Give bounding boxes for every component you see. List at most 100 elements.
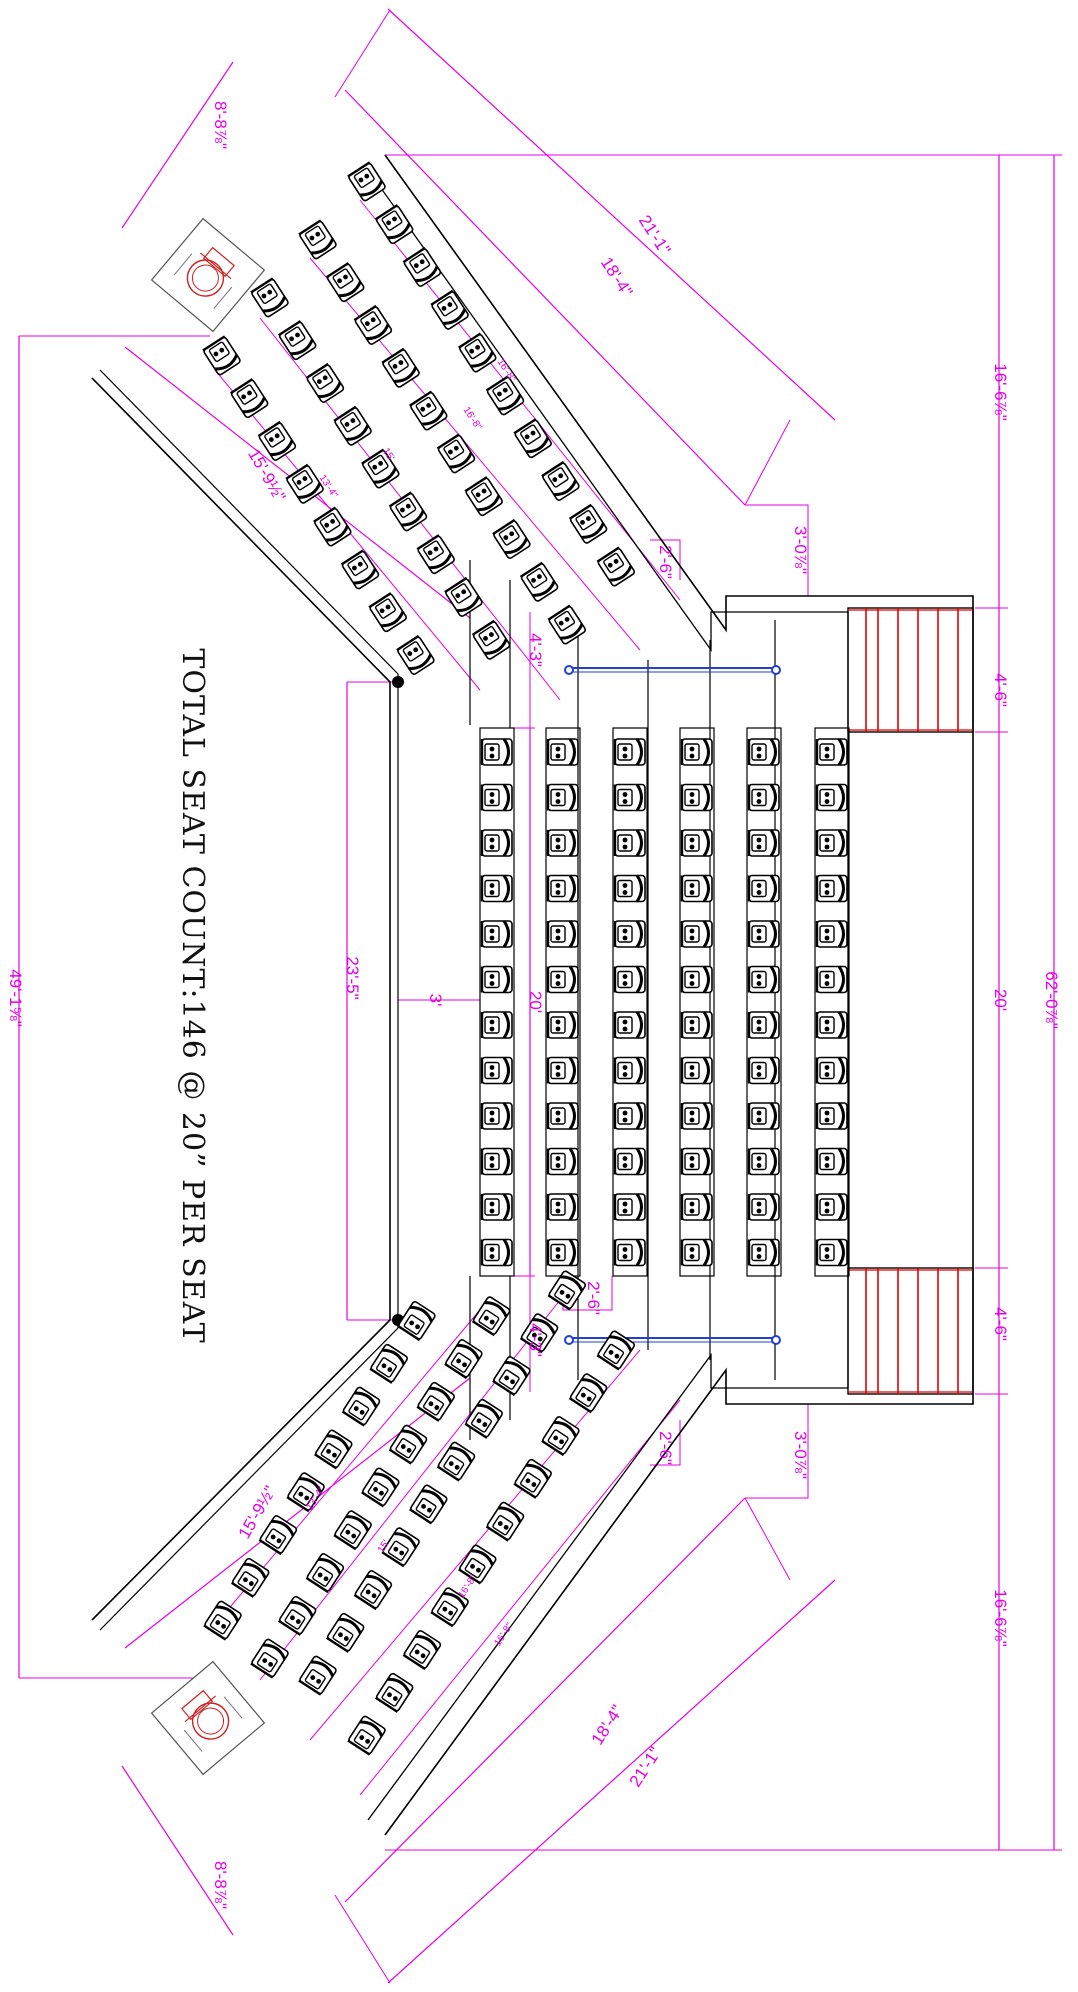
seat-back bbox=[290, 1600, 314, 1618]
seat-arm bbox=[286, 1496, 310, 1513]
seat-arm bbox=[305, 362, 329, 380]
seat-dot bbox=[558, 473, 564, 479]
dim-line bbox=[344, 1497, 746, 1903]
seat-back bbox=[470, 351, 494, 368]
rail-icon bbox=[564, 665, 781, 675]
seat-icon bbox=[374, 204, 414, 245]
seat-back bbox=[502, 1102, 510, 1130]
seat-arm bbox=[388, 491, 412, 508]
seat-dot bbox=[756, 1201, 762, 1207]
seat-dot bbox=[555, 1019, 561, 1025]
seat-icon bbox=[229, 378, 269, 419]
dim-lower-right-segment: 16'-6⅞" bbox=[991, 1589, 1010, 1646]
seat-icon bbox=[313, 506, 352, 547]
dim-upper-offset: 3'-0⅞" bbox=[791, 526, 810, 574]
seat-cushion bbox=[332, 1626, 354, 1647]
seat-icon bbox=[546, 1238, 579, 1267]
seat-dot bbox=[497, 391, 502, 397]
seat-back bbox=[532, 1318, 556, 1335]
seat-cushion bbox=[208, 341, 230, 362]
seat-cushion bbox=[819, 1198, 835, 1216]
seat-cushion bbox=[819, 925, 835, 943]
seat-cushion bbox=[751, 970, 767, 989]
seat-dot bbox=[447, 302, 453, 307]
seat-dot bbox=[378, 460, 383, 466]
seat-dot bbox=[622, 1208, 628, 1214]
seat-dot bbox=[622, 890, 628, 895]
seat-dot bbox=[323, 1576, 329, 1582]
seat-icon bbox=[397, 1301, 436, 1342]
dim-upper-outer-wing: 21'-1" bbox=[635, 212, 675, 259]
seat-back bbox=[421, 1489, 445, 1506]
seat-dot bbox=[337, 278, 343, 284]
row-outline bbox=[746, 727, 782, 1277]
seat-cushion bbox=[819, 788, 835, 807]
seat-dot bbox=[824, 837, 830, 843]
seat-cushion bbox=[265, 1528, 287, 1549]
seat-back bbox=[837, 783, 845, 812]
rail-post bbox=[771, 1335, 781, 1345]
seat-cushion bbox=[256, 283, 278, 304]
seat-dot bbox=[398, 360, 404, 365]
seat-cushion bbox=[339, 412, 361, 433]
seat-back bbox=[325, 525, 349, 542]
seat-cushion bbox=[304, 1669, 326, 1690]
seat-dot bbox=[689, 844, 695, 850]
seat-dot bbox=[824, 935, 830, 941]
seat-icon bbox=[436, 433, 476, 474]
row-outline bbox=[814, 727, 850, 1277]
seat-dot bbox=[420, 1653, 426, 1659]
seat-dot bbox=[393, 1546, 399, 1552]
seat-dot bbox=[580, 519, 585, 525]
seat-back bbox=[769, 1011, 777, 1039]
seat-arm bbox=[519, 561, 543, 578]
seat-icon bbox=[480, 920, 513, 948]
seat-back bbox=[532, 580, 556, 597]
seat-cushion bbox=[367, 1480, 389, 1502]
ext-line bbox=[334, 9, 391, 98]
rail-post bbox=[564, 665, 574, 675]
seat-dot bbox=[488, 632, 494, 637]
seat-cushion bbox=[751, 834, 767, 852]
seat-dot bbox=[338, 1632, 343, 1638]
lower-wing-seat-row bbox=[347, 1330, 636, 1756]
seat-dot bbox=[497, 1521, 503, 1526]
seat-icon bbox=[747, 1238, 780, 1267]
seat-dot bbox=[413, 263, 419, 268]
seat-icon bbox=[471, 1296, 511, 1337]
seat-blocks bbox=[202, 161, 850, 1756]
seat-icon bbox=[361, 448, 400, 489]
seat-icon bbox=[492, 1356, 531, 1397]
seat-cushion bbox=[209, 1614, 231, 1635]
seat-back bbox=[635, 738, 643, 766]
seat-icon bbox=[815, 1238, 848, 1267]
seat-dot bbox=[756, 981, 762, 986]
seat-dot bbox=[552, 477, 558, 482]
seat-dot bbox=[413, 647, 419, 653]
seat-cushion bbox=[312, 369, 334, 390]
seat-icon bbox=[680, 1056, 713, 1085]
seat-cushion bbox=[360, 1583, 382, 1604]
seat-cushion bbox=[348, 1400, 370, 1421]
seat-dot bbox=[470, 1563, 475, 1569]
dim-upper-aisle: 4'-3" bbox=[526, 633, 545, 667]
seat-arm bbox=[202, 335, 226, 352]
seat-icon bbox=[458, 332, 497, 373]
seat-cushion bbox=[423, 540, 444, 561]
seat-back bbox=[502, 920, 510, 948]
seat-back bbox=[243, 1562, 267, 1580]
seat-cushion bbox=[550, 1107, 566, 1125]
seat-dot bbox=[310, 1675, 316, 1680]
seat-icon bbox=[202, 335, 241, 376]
seat-dot bbox=[456, 1358, 462, 1364]
seat-icon bbox=[257, 420, 297, 461]
seat-dot bbox=[756, 1247, 762, 1252]
seat-icon bbox=[815, 1011, 848, 1039]
seat-icon bbox=[815, 1102, 848, 1130]
seat-dot bbox=[622, 1065, 628, 1070]
seat-dot bbox=[400, 507, 405, 513]
seat-icon bbox=[547, 604, 587, 645]
seat-back bbox=[837, 874, 845, 903]
seat-cushion bbox=[684, 1243, 700, 1262]
seat-dot bbox=[489, 1254, 495, 1259]
